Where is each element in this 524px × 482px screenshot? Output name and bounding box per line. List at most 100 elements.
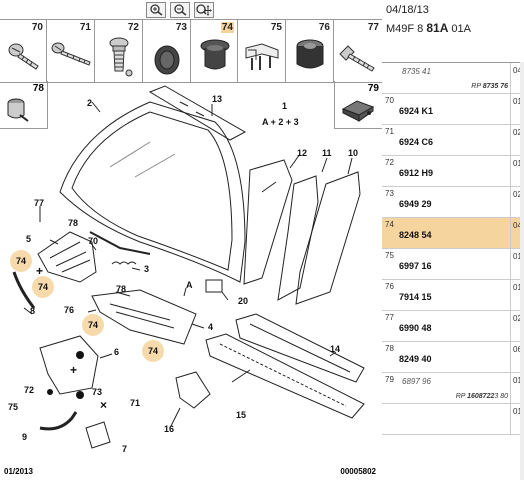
label-75: 75 <box>8 402 19 412</box>
part-ref-number: 75 <box>385 251 394 260</box>
exploded-diagram[interactable]: 70 71 72 <box>0 0 383 480</box>
label-9: 9 <box>22 432 28 442</box>
parts-list-scrollbar[interactable] <box>520 62 524 480</box>
bracket-lower <box>175 371 211 409</box>
highlight-74-callout[interactable] <box>32 276 54 298</box>
push-clip-icon <box>109 37 133 77</box>
label-6: 6 <box>114 347 120 357</box>
part-number: 8248 54 <box>399 230 432 240</box>
icon-cell-number: 70 <box>31 22 43 33</box>
icon-cell-number: 75 <box>270 22 282 33</box>
part-number: 8249 40 <box>399 354 432 364</box>
part-number: 6949 29 <box>399 199 432 209</box>
pan-move-icon <box>196 4 212 16</box>
cap-fastener-icon <box>7 98 29 122</box>
part-ref-number: 70 <box>385 96 394 105</box>
label-7: 7 <box>122 444 128 454</box>
part-number: 7914 15 <box>399 292 432 302</box>
zoom-out-button[interactable] <box>170 2 190 18</box>
label-13: 13 <box>212 94 223 104</box>
windshield-glass <box>71 111 233 271</box>
seal-strip <box>12 271 36 309</box>
zoom-in-icon <box>150 4 163 16</box>
part-variant-code: 04 <box>510 218 524 248</box>
icon-cell-74[interactable]: 74 <box>191 20 238 82</box>
highlight-74-callout[interactable] <box>10 250 32 272</box>
label-15: 15 <box>236 410 247 420</box>
icon-cell-71[interactable]: 71 <box>47 20 95 82</box>
icon-cell-number: 71 <box>79 22 91 33</box>
label-78b: 78 <box>116 284 127 294</box>
screw-long-icon <box>51 42 91 66</box>
pillar-outer <box>295 171 361 305</box>
part-row[interactable]: 71 6924 C6 02 <box>382 125 524 156</box>
part-variant-code: 02 <box>510 311 524 341</box>
part-ref-number: 76 <box>385 282 394 291</box>
part-number: 6924 C6 <box>399 137 434 147</box>
screw-icon <box>8 43 39 70</box>
highlight-74-callout[interactable] <box>142 340 164 362</box>
part-row[interactable]: 76 7914 15 01 <box>382 280 524 311</box>
replacement-number: 8735 76 <box>482 83 508 90</box>
part-variant-code: 01 <box>510 404 524 434</box>
part-variant-code: 01 <box>510 280 524 310</box>
icon-cell-number: 77 <box>367 22 379 33</box>
part-ref-number: 79 <box>385 375 394 384</box>
pad-20 <box>205 279 223 293</box>
icon-cell-72[interactable]: 72 <box>95 20 143 82</box>
icon-cell-73[interactable]: 73 <box>143 20 191 82</box>
part-row[interactable]: 01 <box>382 404 524 435</box>
icon-cell-78[interactable]: 78 <box>0 81 48 129</box>
part-ref-number: 77 <box>385 313 394 322</box>
label-73: 73 <box>92 387 103 397</box>
label-77: 77 <box>34 198 45 208</box>
lower-cowl-panel <box>205 333 365 419</box>
part-variant-code: 06 <box>510 342 524 372</box>
part-number: 6997 16 <box>399 261 432 271</box>
icon-cell-70[interactable]: 70 <box>0 20 47 82</box>
icon-cell-number: 76 <box>318 22 330 33</box>
part-variant-code: 01 <box>510 249 524 279</box>
icon-cell-77[interactable]: 77 <box>334 20 382 82</box>
icon-cell-79[interactable]: 79 <box>334 81 382 129</box>
fastener-icon-strip: 70 71 72 <box>0 19 382 83</box>
zoom-out-icon <box>174 4 187 16</box>
replacement-suffix: 3 80 <box>494 393 508 400</box>
label-1: 1 <box>282 101 288 111</box>
pan-button[interactable] <box>194 2 214 18</box>
icon-cell-75[interactable]: 75 <box>238 20 286 82</box>
icon-cell-number: 74 <box>220 22 234 33</box>
part-variant-code: 02 <box>510 125 524 155</box>
label-11: 11 <box>322 148 332 158</box>
part-number: 6912 H9 <box>399 168 434 178</box>
footer-code: 00005802 <box>340 467 376 476</box>
icon-cell-number: 79 <box>367 83 379 94</box>
replacement-prefix: RP <box>471 83 483 90</box>
part-row[interactable]: 75 6997 16 01 <box>382 249 524 280</box>
label-78a: 78 <box>68 218 79 228</box>
part-ref-number: 71 <box>385 127 394 136</box>
footer-date: 01/2013 <box>4 467 33 476</box>
svg-text:+: + <box>36 264 43 278</box>
label-A: A <box>186 280 193 290</box>
part-variant-code: 01 <box>510 156 524 186</box>
label-5: 5 <box>26 234 32 244</box>
label-71: 71 <box>130 398 141 408</box>
highlight-74-callout[interactable] <box>82 314 104 336</box>
part-variant-code: 01 <box>510 94 524 124</box>
cowl-right <box>91 289 197 345</box>
windshield-assembly-drawing: + + × <box>12 85 365 449</box>
zoom-in-button[interactable] <box>146 2 166 18</box>
icon-cell-76[interactable]: 76 <box>286 20 334 82</box>
bump-stop-icon <box>296 39 324 69</box>
pad-icon <box>341 100 375 122</box>
